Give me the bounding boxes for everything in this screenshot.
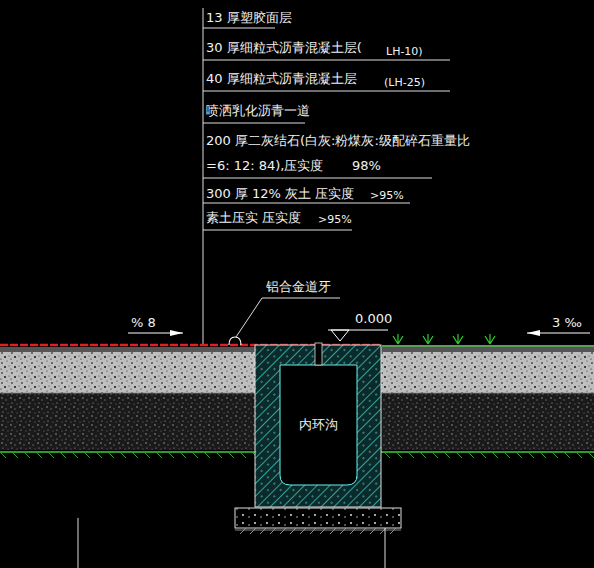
layer-note: LH-10): [386, 44, 423, 59]
layer-note: 300 厚 12% 灰土 压实度: [206, 186, 354, 201]
layer-note: (LH-25): [384, 75, 425, 90]
layer-note: >95%: [318, 212, 352, 227]
layer-note: % 8: [131, 315, 156, 330]
layer-note: 铝合金道牙: [266, 279, 331, 294]
layer-note: 3 ‰: [552, 315, 582, 330]
layer-note: 98%: [352, 158, 381, 173]
layer-note: 30 厚细粒式沥青混凝土层(: [206, 40, 362, 55]
ditch-box: 内环沟: [293, 412, 344, 438]
ditch-label: 内环沟: [297, 415, 340, 435]
layer-note: =6: 12: 84),压实度: [206, 158, 323, 173]
layer-note: 40 厚细粒式沥青混凝土层: [206, 71, 357, 86]
layer-note: 13 厚塑胶面层: [206, 10, 292, 25]
layer-note: 素土压实 压实度: [206, 210, 301, 225]
layer-note: 喷洒乳化沥青一道: [206, 103, 310, 118]
layer-note: 200 厚二灰结石(白灰:粉煤灰:级配碎石重量比: [206, 133, 470, 148]
layer-note: 0.000: [355, 311, 392, 326]
layer-note: >95%: [370, 188, 404, 203]
